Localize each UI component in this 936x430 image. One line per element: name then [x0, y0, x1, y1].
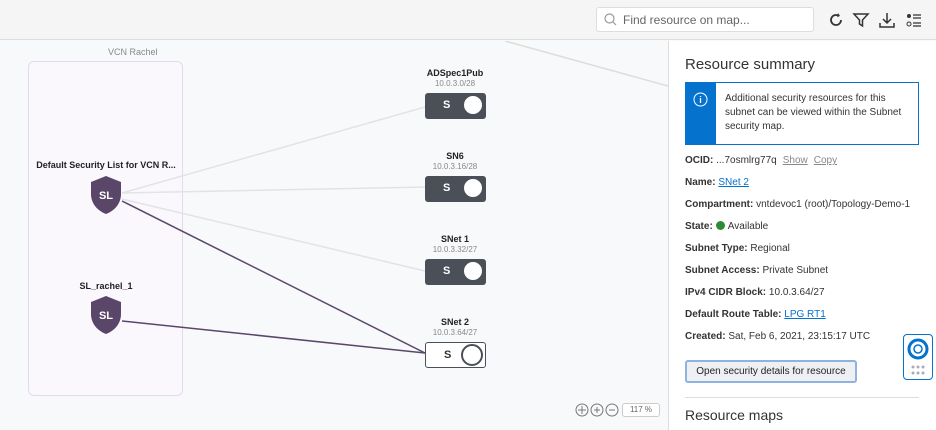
route-table-label: Default Route Table: — [685, 309, 782, 320]
info-icon — [693, 92, 708, 107]
download-icon[interactable] — [877, 10, 897, 30]
info-text: Additional security resources for this s… — [725, 93, 902, 132]
security-list-label: Default Security List for VCN R... — [36, 160, 176, 170]
ocid-label: OCID: — [685, 155, 714, 166]
state-available-icon — [715, 221, 725, 230]
svg-text:SL: SL — [99, 310, 113, 322]
subnet-cidr: 10.0.3.64/27 — [432, 328, 478, 337]
subnet-cidr: 10.0.3.16/28 — [432, 162, 478, 171]
lock-icon — [462, 260, 484, 282]
subnet-label: SNet 1 — [440, 234, 470, 244]
state-value: Available — [727, 221, 769, 232]
subnet-label: SNet 2 — [440, 317, 470, 327]
topology-canvas[interactable] — [0, 41, 668, 430]
zoom-controls — [575, 403, 619, 417]
compartment-value: vntdevoc1 (root)/Topology-Demo-1 — [756, 199, 911, 210]
subnet-type-value: Regional — [750, 243, 790, 254]
created-label: Created: — [685, 331, 726, 342]
divider — [685, 397, 919, 398]
search-input[interactable]: Find resource on map... — [596, 7, 814, 32]
created-value: Sat, Feb 6, 2021, 23:15:17 UTC — [728, 331, 871, 342]
subnet-badge: S — [443, 265, 451, 277]
legend-list-icon[interactable] — [904, 10, 924, 30]
lifebuoy-icon — [907, 338, 929, 375]
subnet-node[interactable]: S — [425, 176, 486, 202]
info-alert: Additional security resources for this s… — [685, 82, 919, 145]
connection-lines — [121, 41, 668, 354]
ocid-value: ...7osmlrg77q — [716, 155, 777, 166]
zoom-in-icon[interactable] — [590, 403, 604, 417]
panel-title: Resource summary — [685, 56, 816, 73]
zoom-level[interactable]: 117 % — [622, 403, 660, 417]
show-ocid-link[interactable]: Show — [782, 155, 808, 166]
lock-icon — [462, 177, 484, 199]
resource-maps-title: Resource maps — [685, 407, 784, 423]
subnet-node[interactable]: S — [425, 93, 486, 119]
route-table-link[interactable]: LPG RT1 — [784, 309, 826, 320]
security-list-node[interactable]: SL — [89, 175, 123, 215]
vcn-container[interactable] — [28, 61, 183, 396]
subnet-label: ADSpec1Pub — [426, 68, 484, 78]
lock-icon — [461, 344, 483, 366]
toolbar: Find resource on map... — [0, 0, 936, 40]
lock-icon — [462, 94, 484, 116]
compartment-label: Compartment: — [685, 199, 754, 210]
subnet-access-value: Private Subnet — [762, 265, 829, 276]
subnet-label: SN6 — [446, 151, 464, 161]
subnet-node[interactable]: S — [425, 259, 486, 285]
subnet-badge: S — [443, 182, 451, 194]
name-link[interactable]: SNet 2 — [718, 177, 749, 188]
security-list-node[interactable]: SL — [89, 295, 123, 335]
subnet-node-selected[interactable]: S — [425, 342, 486, 368]
subnet-cidr: 10.0.3.0/28 — [434, 79, 476, 88]
subnet-cidr: 10.0.3.32/27 — [432, 245, 478, 254]
subnet-access-label: Subnet Access: — [685, 265, 760, 276]
state-label: State: — [685, 221, 713, 232]
copy-ocid-link[interactable]: Copy — [813, 155, 838, 166]
subnet-badge: S — [443, 99, 451, 111]
svg-text:SL: SL — [99, 190, 113, 202]
search-placeholder: Find resource on map... — [623, 13, 750, 27]
fit-icon[interactable] — [575, 403, 589, 417]
zoom-out-icon[interactable] — [605, 403, 619, 417]
vcn-label: VCN Rachel — [108, 47, 158, 57]
search-icon — [604, 13, 617, 26]
help-button[interactable] — [903, 334, 933, 380]
resource-summary-panel: Resource summary Additional security res… — [668, 41, 936, 430]
name-label: Name: — [685, 177, 716, 188]
subnet-type-label: Subnet Type: — [685, 243, 748, 254]
cidr-label: IPv4 CIDR Block: — [685, 287, 767, 298]
security-list-label: SL_rachel_1 — [79, 281, 133, 291]
open-security-details-button[interactable]: Open security details for resource — [685, 360, 857, 383]
cidr-value: 10.0.3.64/27 — [768, 287, 825, 298]
filter-icon[interactable] — [851, 10, 871, 30]
refresh-icon[interactable] — [826, 10, 846, 30]
subnet-badge: S — [444, 349, 452, 361]
